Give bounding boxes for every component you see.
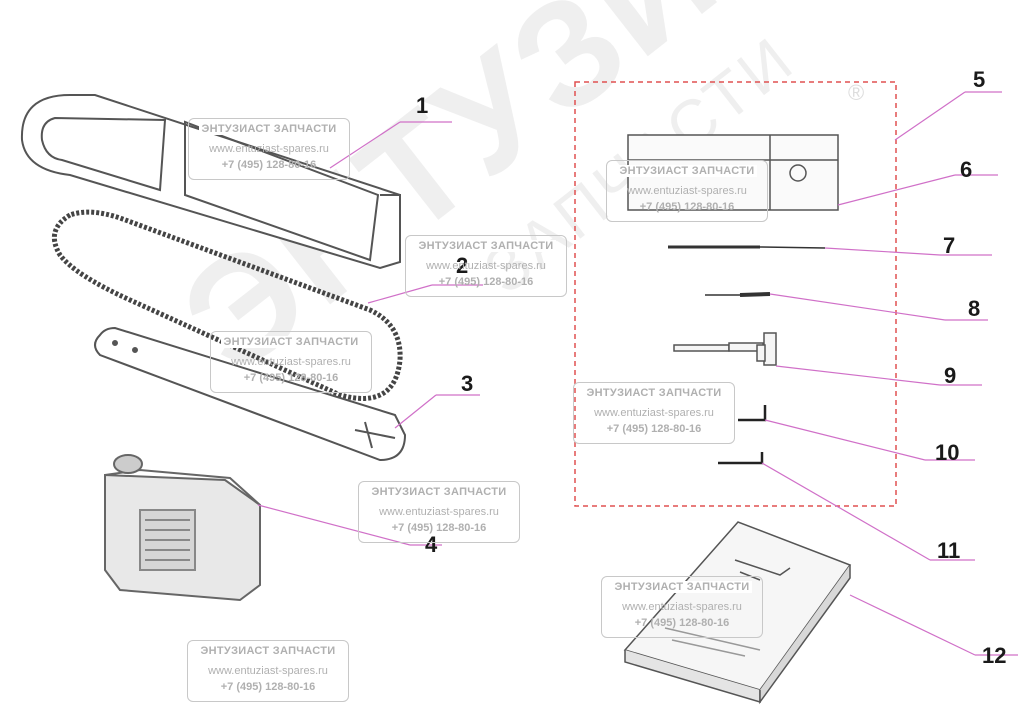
bar-cover-icon	[20, 94, 401, 270]
watermark-box: ЭНТУЗИАСТ ЗАПЧАСТИ www.entuziast-spares.…	[358, 481, 520, 543]
callout-7: 7	[943, 233, 955, 258]
oil-bottle-icon	[104, 454, 261, 602]
watermark-box: ЭНТУЗИАСТ ЗАПЧАСТИ www.entuziast-spares.…	[573, 382, 735, 444]
callout-6: 6	[960, 157, 972, 182]
watermark-box: ЭНТУЗИАСТ ЗАПЧАСТИ www.entuziast-spares.…	[187, 640, 349, 702]
callout-8: 8	[968, 296, 980, 321]
callout-1: 1	[416, 93, 428, 118]
saw-chain-icon	[51, 209, 403, 401]
callout-4: 4	[425, 532, 438, 557]
watermark-box: ЭНТУЗИАСТ ЗАПЧАСТИ www.entuziast-spares.…	[405, 235, 567, 297]
watermark-box: ЭНТУЗИАСТ ЗАПЧАСТИ www.entuziast-spares.…	[606, 160, 768, 222]
watermark-box: ЭНТУЗИАСТ ЗАПЧАСТИ www.entuziast-spares.…	[601, 576, 763, 638]
screwdriver-icon	[705, 292, 771, 297]
watermark-box: ЭНТУЗИАСТ ЗАПЧАСТИ www.entuziast-spares.…	[188, 118, 350, 180]
leader-lines	[257, 91, 1018, 656]
guide-bar-icon	[94, 326, 407, 462]
round-file-icon	[668, 245, 826, 249]
spark-plug-wrench-icon	[673, 332, 777, 366]
hex-key-large-icon	[738, 405, 767, 422]
tool-kit-icon	[574, 81, 897, 507]
registered-mark: ®	[848, 80, 864, 105]
manual-icon	[623, 521, 852, 705]
callout-9: 9	[944, 363, 956, 388]
callout-10: 10	[935, 440, 959, 465]
callout-3: 3	[461, 371, 473, 396]
callout-11: 11	[937, 538, 960, 563]
hex-key-small-icon	[718, 452, 764, 465]
callout-2: 2	[456, 253, 468, 278]
callout-5: 5	[973, 67, 985, 92]
callout-12: 12	[982, 643, 1006, 668]
watermark-box: ЭНТУЗИАСТ ЗАПЧАСТИ www.entuziast-spares.…	[210, 331, 372, 393]
